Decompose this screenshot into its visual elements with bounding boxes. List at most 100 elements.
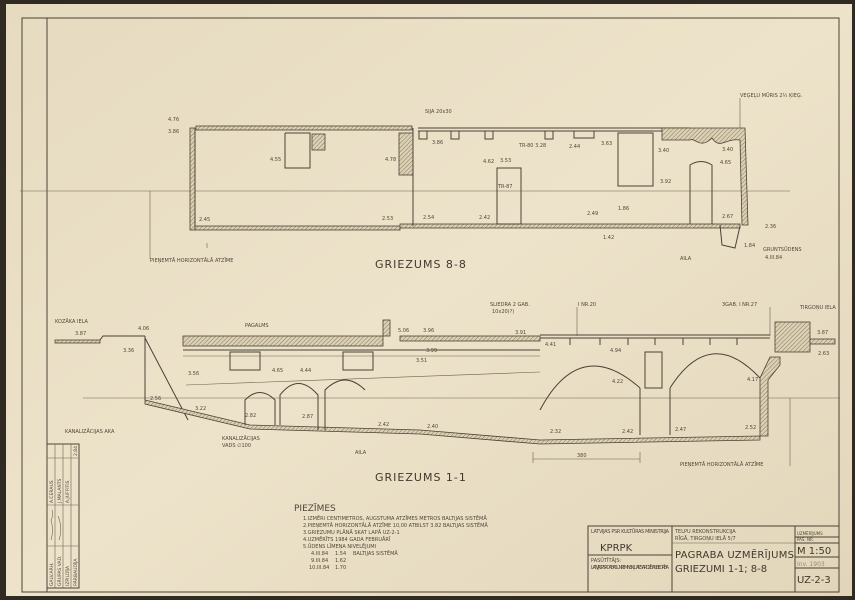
level-value: 1.70 (335, 565, 346, 571)
sewer-label-2: VADS ∅100 (222, 443, 251, 449)
elevation: 4.22 (612, 379, 623, 385)
ibeams-label: 3GAB. I NR.27 (722, 302, 757, 308)
elevation: 5.06 (398, 328, 409, 334)
stamp-name: A.JUFFITIS (65, 480, 71, 503)
level-value: 1.54 (335, 551, 346, 557)
datum-label: PIEŅEMTĀ HORIZONTĀLĀ ATZĪME (150, 257, 233, 264)
vault-arch (669, 353, 761, 389)
level-note: BALTIJAS SISTĒMĀ (353, 550, 398, 557)
elevation: 3.56 (188, 371, 199, 377)
wall-label: VEĢEĻU MŪRIS 2½ ĶIEĢ. (740, 92, 803, 99)
section-8-8: PIEŅEMTĀ HORIZONTĀLĀ ATZĪME SIJA 20x30 V… (20, 92, 803, 271)
span-label: 380 (577, 453, 587, 459)
project-line-2: RĪGĀ, TIRGOŅU IELĀ 5/7 (675, 535, 736, 542)
elevation: 2.87 (302, 414, 313, 420)
elevation: TR-80 3.28 (518, 143, 546, 149)
section-1-1: KOZĀKA IELA PAGALMS KANALIZĀCIJAS AKA KA… (54, 302, 840, 484)
rails-label-1: SLIEDRA 2 GAB. (490, 302, 530, 308)
sewer-label-1: KANALIZĀCIJAS (222, 435, 260, 442)
organization: KPRPK (600, 543, 633, 554)
window-niche (617, 132, 654, 187)
stage-label: UZMĒRĪJUMS (797, 531, 823, 536)
elevation: 2.40 (427, 424, 438, 430)
elevation: 3.96 (423, 328, 434, 334)
note-item: 4.UZMĒRĪTS 1984 GADA FEBRUĀRĪ (303, 536, 391, 543)
scale: M 1:50 (797, 546, 831, 557)
elevation: 2.49 (587, 211, 598, 217)
pillar (398, 132, 414, 176)
elevation: 4.76 (168, 117, 179, 123)
notes: PIEZĪMES 1.IZMĒRI CENTIMETROS, AUGSTUMA … (294, 503, 488, 571)
groundwater-label: GRUNTSŪDENS (763, 246, 802, 253)
inventory-number: Inv. 1903 (797, 561, 825, 568)
elevation: 2.32 (550, 429, 561, 435)
elevation: 4.06 (138, 326, 149, 332)
vault-wall (661, 127, 749, 226)
street-surface-right (809, 338, 836, 345)
signature (57, 515, 62, 541)
elevation: 3.99 (426, 348, 437, 354)
elevation: 3.40 (658, 148, 669, 154)
note-item: 5.ŪDENS LĪMEŅA NIVELĒJUMI (303, 543, 376, 550)
elevation: 1.84 (744, 243, 755, 249)
elevation: 3.51 (416, 358, 427, 364)
approval-stamp: GALV.ARH. GRUPAS VAD. IZPILDĪJA PĀRBAUDĪ… (46, 443, 80, 589)
stamp-role: GALV.ARH. (49, 563, 55, 586)
elevation: 2.42 (622, 429, 633, 435)
elevation: 3.22 (195, 406, 206, 412)
level-value: 1.62 (335, 558, 346, 564)
beam-label: SIJA 20x30 (425, 109, 452, 115)
elevation: 2.53 (382, 216, 393, 222)
floor (194, 225, 401, 231)
elevation: 3.87 (75, 331, 86, 337)
sheet-number: UZ-2-3 (797, 575, 831, 586)
elevation: 2.42 (479, 215, 490, 221)
elevation: 4.17 (747, 377, 758, 383)
elevation: 3.63 (601, 141, 612, 147)
opening-label: AILA (355, 450, 367, 456)
sheet-title-2: GRIEZUMI 1-1; 8-8 (675, 564, 767, 575)
elevation: 3.92 (660, 179, 671, 185)
scale-label: PAS. NR. (797, 537, 814, 542)
stamp-date: 2.84 (73, 446, 79, 456)
sheet-title-1: PAGRABA UZMĒRĪJUMS (675, 548, 794, 561)
courtyard-slab (182, 335, 384, 347)
elevation: 4.41 (545, 342, 556, 348)
manhole-label: KANALIZĀCIJAS AKA (65, 428, 115, 435)
elevation: 2.36 (765, 224, 776, 230)
floor-1-1 (144, 399, 761, 445)
stamp-name: J.MALANTS (57, 478, 63, 504)
elevation: 4.44 (300, 368, 311, 374)
stamp-name: A.CERAUS (49, 480, 55, 503)
elevation: 4.65 (720, 160, 731, 166)
stamp-role: IZPILDĪJA (64, 565, 71, 586)
stamp-role: GRUPAS VAD. (57, 556, 63, 586)
elevation: 3.91 (515, 330, 526, 336)
elevation: 2.82 (245, 413, 256, 419)
elevation: 2.45 (199, 217, 210, 223)
elevation: 2.54 (423, 215, 434, 221)
elevation: 2.47 (675, 427, 686, 433)
ministry: LATVIJAS PSR KULTŪRAS MINISTRIJA (591, 528, 670, 535)
section-1-1-title: GRIEZUMS 1-1 (375, 471, 467, 484)
paper (6, 4, 852, 596)
street-right-label: TIRGOŅU IELA (799, 305, 836, 311)
elevation: 2.56 (150, 396, 161, 402)
project-line-1: TELPU REKONSTRUKCIJA (674, 529, 736, 535)
door-label: TR-87 (497, 184, 513, 190)
note-item: 1.IZMĒRI CENTIMETROS, AUGSTUMA ATZĪMES M… (303, 515, 487, 522)
diagonal-strut (144, 337, 189, 421)
elevation: 4.94 (610, 348, 621, 354)
title-block: LATVIJAS PSR KULTŪRAS MINISTRIJA KPRPK P… (587, 525, 840, 593)
outer-frame (21, 17, 840, 593)
door (496, 167, 522, 225)
opening-label: AILA (680, 256, 692, 262)
elevation: 3.53 (500, 158, 511, 164)
elevation: 2.67 (722, 214, 733, 220)
vault-arch (539, 365, 641, 411)
elevation-marks: 3.87 4.06 3.36 2.56 3.22 3.56 4.65 4.44 … (75, 326, 829, 435)
left-wall (189, 127, 196, 231)
client-label: PASŪTĪTĀJS: (591, 557, 622, 564)
